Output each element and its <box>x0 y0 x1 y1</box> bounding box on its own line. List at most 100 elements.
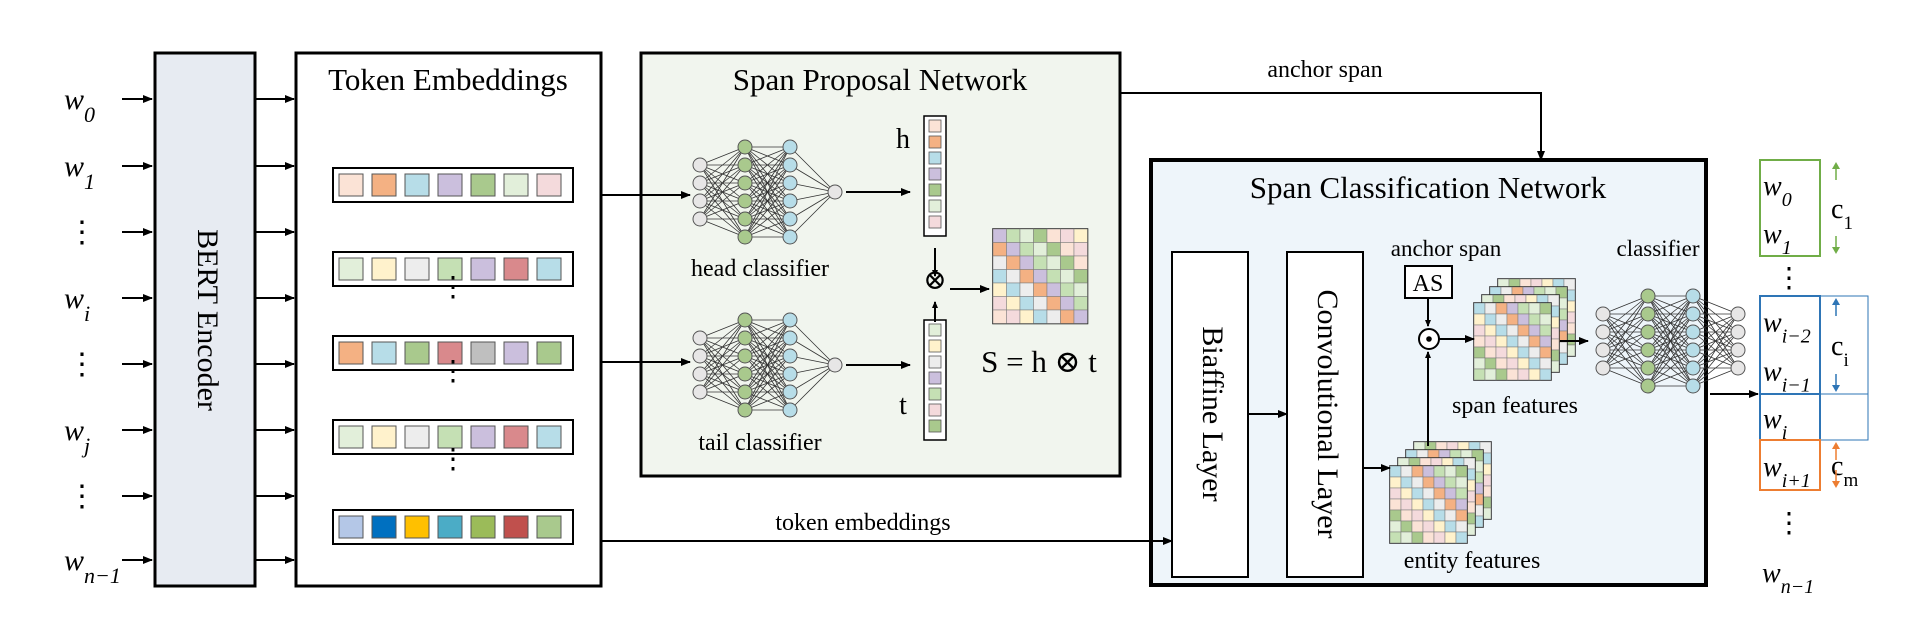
nn-node <box>1640 342 1656 358</box>
nn-node <box>737 312 753 328</box>
odot-center <box>1426 336 1432 342</box>
score-matrix-cell <box>992 282 1007 297</box>
input-token-subscript: i <box>84 301 90 326</box>
output-bracket-head <box>1832 385 1840 392</box>
nn-node <box>1640 324 1656 340</box>
embedding-cell <box>338 341 364 365</box>
embedding-cell <box>338 173 364 197</box>
score-matrix-cell <box>1019 228 1034 243</box>
equation-label: S = h ⊗ t <box>981 344 1097 379</box>
span-features-cell <box>1495 346 1508 359</box>
span-features-cell <box>1517 357 1530 370</box>
output-span-box <box>1759 439 1821 491</box>
head-classifier-network <box>692 139 843 245</box>
score-matrix-cell <box>1046 228 1061 243</box>
entity-features-cell <box>1389 465 1402 478</box>
nn-edge <box>699 182 746 220</box>
nn-edge <box>789 364 836 375</box>
embedding-ellipsis: ⋮ <box>439 272 467 303</box>
score-matrix-cell <box>1060 242 1075 257</box>
score-matrix-cell <box>1006 296 1021 311</box>
entity-features-stack <box>1389 441 1492 544</box>
nn-edge <box>744 146 791 166</box>
output-token-subscript: i <box>1782 422 1788 444</box>
t-symbol: t <box>899 390 907 421</box>
entity-features-cell <box>1389 487 1402 500</box>
nn-node <box>737 348 753 364</box>
nn-node <box>737 211 753 227</box>
input-token-base: w <box>64 83 84 116</box>
nn-edge <box>699 337 746 393</box>
output-token: w0 <box>1763 171 1792 211</box>
span-features-cell <box>1495 313 1508 326</box>
input-token-subscript: n−1 <box>84 563 121 588</box>
score-matrix-cell <box>1033 269 1048 284</box>
output-label: cm <box>1831 451 1858 491</box>
nn-edge <box>1647 295 1694 387</box>
score-matrix-cell <box>1060 296 1075 311</box>
nn-node <box>782 157 798 173</box>
score-matrix-cell <box>992 269 1007 284</box>
entity-features-cell <box>1411 487 1424 500</box>
span-features-cell <box>1506 324 1519 337</box>
entity-features-label: entity features <box>1404 548 1541 574</box>
span-features-cell <box>1484 346 1497 359</box>
output-token-base: w <box>1763 404 1782 435</box>
nn-edge <box>1692 367 1739 387</box>
nn-node <box>737 384 753 400</box>
embedding-cell <box>470 257 496 281</box>
input-ellipsis-base: ⋮ <box>67 216 97 249</box>
nn-node <box>827 357 843 373</box>
embedding-cell <box>536 515 562 539</box>
entity-features-cell <box>1400 531 1413 544</box>
embedding-cell <box>437 257 463 281</box>
nn-node <box>737 229 753 245</box>
input-token-subscript: 0 <box>84 102 95 127</box>
score-matrix-cell <box>1019 269 1034 284</box>
nn-node <box>737 402 753 418</box>
score-matrix-cell <box>992 309 1007 324</box>
embedding-cell <box>404 257 430 281</box>
t-vector-cell <box>928 339 942 353</box>
nn-edge <box>744 146 791 202</box>
nn-edge <box>699 146 746 220</box>
nn-edge <box>699 146 746 202</box>
nn-edge <box>1692 331 1739 387</box>
embedding-cell <box>371 341 397 365</box>
span-features-cell <box>1528 324 1541 337</box>
span-classification-title: Span Classification Network <box>1250 170 1607 205</box>
score-matrix <box>992 228 1089 325</box>
score-matrix-cell <box>1046 296 1061 311</box>
span-features-cell <box>1506 335 1519 348</box>
h-vector-cell <box>928 199 942 213</box>
embedding-ellipsis: ⋮ <box>439 444 467 475</box>
t-vector-cell <box>928 387 942 401</box>
entity-features-cell <box>1433 531 1446 544</box>
score-matrix-cell <box>1046 309 1061 324</box>
embedding-cell <box>470 341 496 365</box>
output-span-box <box>1759 159 1821 257</box>
nn-edge <box>1602 295 1649 333</box>
entity-features-cell <box>1400 520 1413 533</box>
output-token-base: w <box>1763 219 1782 250</box>
nn-node <box>737 193 753 209</box>
embedding-cell <box>470 173 496 197</box>
score-matrix-cell <box>1060 282 1075 297</box>
entity-features-cell <box>1389 476 1402 489</box>
token-embeddings-link-label: token embeddings <box>775 510 950 536</box>
nn-edge <box>744 218 791 238</box>
score-matrix-cell <box>1060 228 1075 243</box>
nn-node <box>692 330 708 346</box>
score-matrix-cell <box>1073 242 1088 257</box>
embedding-cell <box>338 425 364 449</box>
nn-node <box>1685 324 1701 340</box>
bert-encoder-label: BERT Encoder <box>191 229 224 411</box>
entity-features-cell <box>1444 476 1457 489</box>
score-matrix-cell <box>1033 296 1048 311</box>
span-features-cell <box>1495 302 1508 315</box>
nn-node <box>692 366 708 382</box>
span-features-cell <box>1528 313 1541 326</box>
nn-edge <box>699 319 746 375</box>
input-ellipsis-base: ⋮ <box>67 348 97 381</box>
entity-features-cell <box>1455 498 1468 511</box>
